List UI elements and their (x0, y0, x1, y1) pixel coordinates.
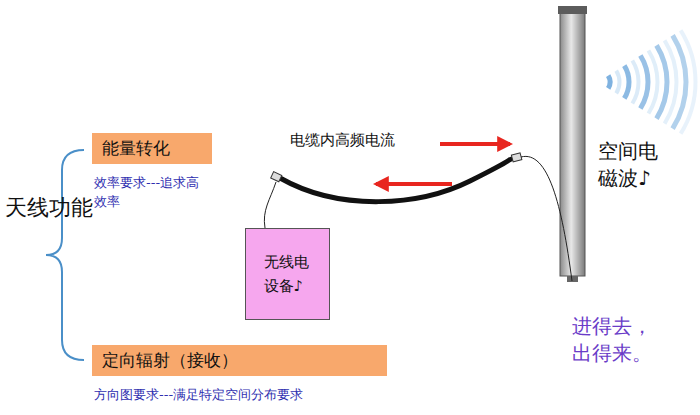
node-heading: 无线电设备♪ (264, 250, 312, 298)
antenna-wire (521, 156, 572, 281)
current-arrow (440, 142, 510, 146)
coax-cable (280, 158, 514, 202)
wave-arc (665, 40, 677, 123)
note: 进得去，出得来。 (572, 313, 656, 367)
function-box: 定向辐射（接收）方向图要求---满足特定空间分布要求 (92, 345, 387, 376)
antenna (558, 6, 587, 282)
wave-arc (608, 76, 610, 89)
axis-title: 天线功能 (5, 196, 27, 220)
wave-arc (673, 35, 686, 128)
wave-arc (640, 56, 648, 109)
wave-arc (616, 71, 619, 94)
wave-arc (648, 50, 657, 113)
radio-waves (608, 30, 695, 133)
cable-label: 电缆内高频电流 (290, 130, 395, 150)
wave-arc (624, 66, 629, 99)
node-note: 方向图要求---满足特定空间分布要求 (94, 386, 414, 405)
wave-arc (681, 30, 696, 133)
feed-wire (264, 182, 276, 228)
wave-arc (632, 61, 638, 104)
cable-connector (511, 153, 522, 162)
current-arrow (376, 182, 452, 186)
brace (46, 150, 84, 360)
device-box: 无线电设备♪ (245, 228, 330, 320)
node-heading: 能量转化 (102, 137, 202, 160)
cable-connector (271, 172, 282, 182)
function-box: 能量转化效率要求---追求高效率 (92, 133, 212, 164)
node-note: 效率要求---追求高效率 (94, 174, 206, 212)
wave-label: 空间电磁波♪ (598, 138, 662, 192)
wave-arc (657, 45, 667, 118)
node-heading: 定向辐射（接收） (102, 349, 377, 372)
